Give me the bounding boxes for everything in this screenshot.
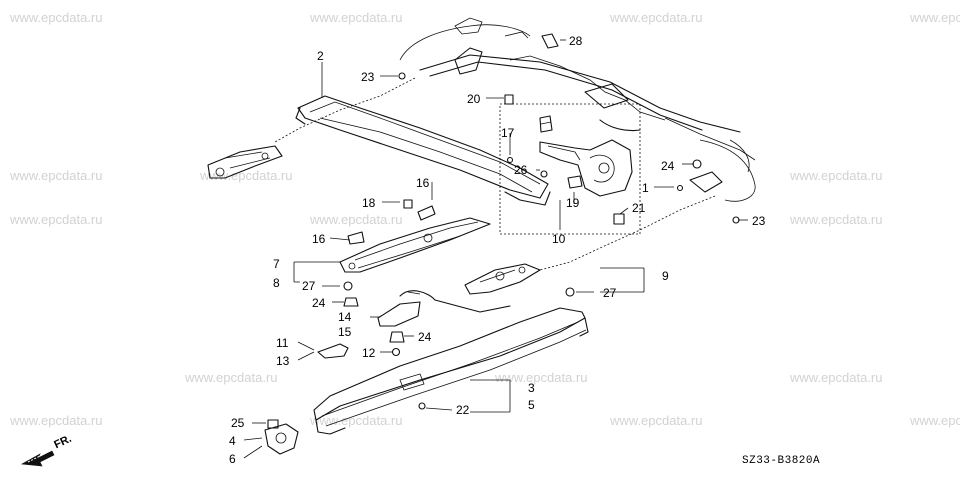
drive-cable-assembly [399,17,756,202]
callout-18: 18 [362,196,376,210]
deflector [377,301,421,327]
callout-4: 4 [229,434,236,448]
watermark: www.epcdata.ru [310,413,403,428]
callout-16: 16 [312,232,326,246]
leader-lines [243,39,748,459]
cross-member [295,95,551,206]
watermark: www.epcdata.ru [790,370,883,385]
callout-27: 27 [603,286,617,300]
drain-hose [399,290,511,313]
right-slide-assembly [464,263,541,295]
watermark: www.epcdata.ru [10,10,103,25]
watermark: www.epcdata.ru [610,413,703,428]
callout-28: 28 [569,34,583,48]
callout-16: 16 [416,176,430,190]
callouts: 2 23 28 20 17 26 16 18 19 24 1 21 23 10 … [229,34,766,466]
callout-10: 10 [552,232,566,246]
side-rail [313,307,589,435]
callout-15: 15 [338,325,352,339]
callout-2: 2 [317,49,324,63]
rear-bracket [264,423,299,455]
front-direction-indicator: FR. [18,433,88,470]
callout-27: 27 [302,279,316,293]
callout-25: 25 [231,416,245,430]
callout-23: 23 [752,214,766,228]
watermark: www.epcdata.ru [10,413,103,428]
callout-26: 26 [514,163,528,177]
watermark: www.epcdata.ru [10,212,103,227]
callout-24: 24 [661,159,675,173]
callout-19: 19 [566,196,580,210]
callout-22: 22 [456,403,470,417]
callout-13: 13 [276,354,290,368]
sunroof-motor [499,103,641,235]
slide-guide-plate [339,205,491,273]
drive-cable-right [539,195,716,271]
watermark: www.epcdata.ru [200,168,293,183]
watermark: www.epcdata.ru [310,212,403,227]
callout-3: 3 [528,381,535,395]
callout-1: 1 [642,181,649,195]
watermark: www.epcdata.ru [495,370,588,385]
drive-cable-left [274,77,416,143]
diagram-code: SZ33-B3820A [742,455,821,467]
callout-11: 11 [276,336,289,350]
callout-17: 17 [501,126,515,140]
callout-5: 5 [528,398,535,412]
callout-20: 20 [467,92,481,106]
watermark: www.epcdata.ru [185,370,278,385]
watermark: www.epcdata.ru [610,10,703,25]
callout-14: 14 [338,310,352,324]
watermark: www.epcdata.ru [910,413,960,428]
callout-6: 6 [229,452,236,466]
watermark: www.epcdata.ru [910,10,960,25]
callout-12: 12 [362,346,376,360]
watermark: www.epcdata.ru [790,168,883,183]
callout-23: 23 [361,70,375,84]
front-arrow-icon [21,450,55,467]
watermark: www.epcdata.ru [310,10,403,25]
fasteners [267,33,740,429]
callout-8: 8 [273,276,280,290]
callout-24: 24 [418,330,432,344]
watermark: www.epcdata.ru [790,212,883,227]
callout-24: 24 [312,296,326,310]
rail-bracket [317,343,349,359]
front-guide-bracket [207,145,283,179]
callout-9: 9 [662,269,669,283]
callout-21: 21 [632,201,646,215]
callout-7: 7 [273,257,280,271]
watermark: www.epcdata.ru [10,168,103,183]
